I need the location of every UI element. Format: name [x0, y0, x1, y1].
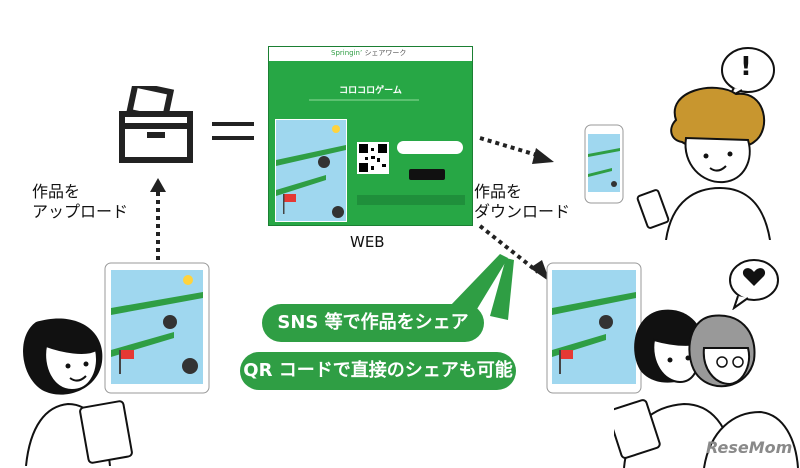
smartphone — [584, 124, 624, 204]
exclaim-mark: ! — [740, 52, 752, 82]
web-page-header: Springin’ シェアワーク — [269, 47, 472, 61]
upload-label-line1: 作品を — [32, 182, 81, 201]
open-app-button[interactable] — [397, 141, 463, 154]
download-arrow-phone — [478, 134, 558, 168]
web-page-screenshot: Springin’ シェアワーク コロコロゲーム — [268, 46, 473, 226]
left-tablet — [104, 262, 210, 394]
heart-icon — [742, 266, 766, 288]
download-label: 作品を ダウンロード — [474, 182, 570, 222]
right-tablet — [546, 262, 642, 394]
upload-label: 作品を アップロード — [32, 182, 128, 222]
equals-icon — [212, 120, 254, 144]
qr-share-callout: QR コードで直接のシェアも可能 — [240, 352, 516, 390]
springin-logo: Springin’ シェアワーク — [331, 49, 407, 57]
game-preview-image — [275, 119, 347, 222]
sns-share-callout: SNS 等で作品をシェア — [262, 304, 484, 342]
child-figure-left — [6, 306, 156, 466]
people-figure-right-bottom — [614, 300, 800, 468]
game-title: コロコロゲーム — [339, 86, 402, 96]
download-label-line2: ダウンロード — [474, 202, 571, 221]
download-arrow-tablet — [478, 222, 558, 286]
upload-arrow — [148, 176, 168, 268]
web-divider — [309, 99, 419, 101]
speech-bubble-heart — [726, 258, 782, 310]
resemom-logo: ReseMom — [706, 438, 793, 457]
share-bar — [357, 195, 465, 205]
person-figure-right-top — [636, 80, 796, 240]
web-label: WEB — [350, 233, 385, 251]
upload-label-line2: アップロード — [32, 202, 129, 221]
callout-pointer — [410, 250, 520, 320]
download-label-line1: 作品を — [474, 182, 523, 201]
upload-box-icon — [118, 86, 194, 164]
qr-code — [357, 142, 389, 174]
app-store-badge[interactable] — [409, 169, 445, 180]
